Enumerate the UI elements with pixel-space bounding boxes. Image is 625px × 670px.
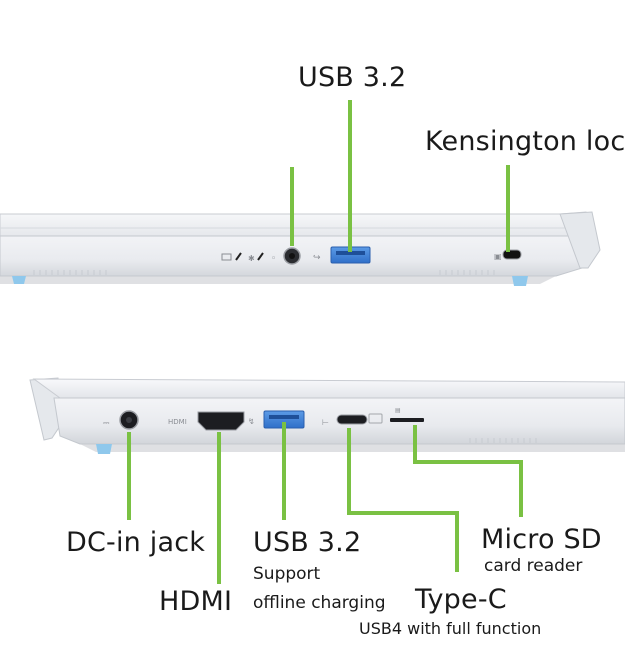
laptop-right-side-view: ✱ ◦ ↪ ▣ xyxy=(0,211,601,286)
label-usb-top: USB 3.2 xyxy=(298,62,407,93)
label-micro-sd: Micro SD xyxy=(481,524,602,555)
label-type-c: Type-C xyxy=(415,584,507,615)
svg-text:◦: ◦ xyxy=(271,254,276,264)
svg-text:⎓: ⎓ xyxy=(103,418,110,427)
label-usb-bottom: USB 3.2 xyxy=(253,527,362,558)
hdmi-engraving: HDMI xyxy=(168,418,187,426)
rubber-foot xyxy=(96,444,112,454)
hdmi-port: HDMI xyxy=(168,411,245,431)
rubber-foot xyxy=(12,276,26,284)
status-led-icons: ✱ xyxy=(221,252,264,263)
svg-text:▣: ▣ xyxy=(494,252,502,261)
svg-text:↯: ↯ xyxy=(248,417,255,426)
label-usb4-full-function: USB4 with full function xyxy=(359,619,542,638)
svg-text:▤: ▤ xyxy=(395,407,401,414)
rubber-foot xyxy=(512,276,528,286)
kensington-lock-slot: ▣ xyxy=(494,249,522,261)
label-usb-support: Support xyxy=(253,564,321,584)
audio-jack: ◦ xyxy=(271,247,301,265)
label-usb-offline-charging: offline charging xyxy=(253,593,386,613)
label-hdmi: HDMI xyxy=(159,586,233,617)
label-kensington-lock: Kensington lock xyxy=(425,126,625,157)
usb-a-port-charging: ↯ xyxy=(248,410,305,429)
usb-type-c-port: ⊢ xyxy=(322,413,383,427)
dc-in-port: ⎓ xyxy=(103,410,139,430)
label-dc-in-jack: DC-in jack xyxy=(66,527,206,558)
label-card-reader: card reader xyxy=(484,556,583,576)
leader-micro-sd xyxy=(413,425,523,517)
laptop-left-side-view: ⎓ HDMI ↯ ⊢ ▤ xyxy=(29,377,625,454)
leader-type-c xyxy=(347,428,459,572)
micro-sd-slot: ▤ xyxy=(390,407,424,422)
svg-text:⊢: ⊢ xyxy=(322,418,329,427)
svg-text:✱: ✱ xyxy=(248,254,255,263)
svg-text:↪: ↪ xyxy=(313,253,321,263)
